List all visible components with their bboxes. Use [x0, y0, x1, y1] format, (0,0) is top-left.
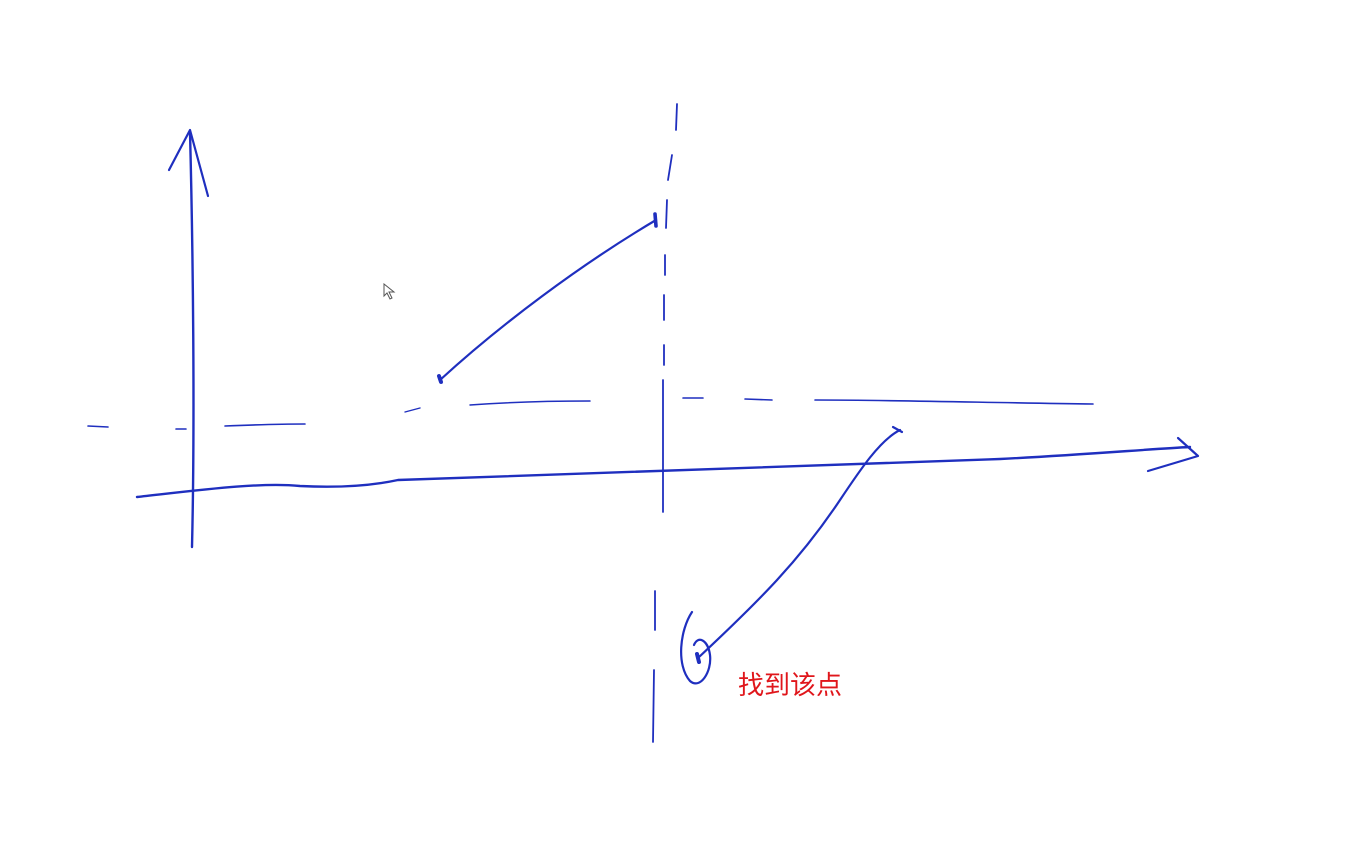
- x-axis-arrowhead: [1146, 436, 1200, 473]
- vertical-dashed-line-upper-1: [675, 103, 678, 131]
- mouse-pointer-icon: [383, 283, 396, 300]
- horizontal-dashed-line-right-2: [744, 398, 773, 401]
- horizontal-dashed-line-left-3: [224, 423, 306, 427]
- vertical-dashed-line-upper-2: [667, 154, 673, 181]
- annotation-label: 找到该点: [738, 671, 843, 701]
- horizontal-dashed-line-left-5: [469, 400, 591, 406]
- lower-segment-end-tick: [891, 425, 904, 434]
- lower-segment: [696, 428, 902, 660]
- horizontal-dashed-line-right-3: [814, 399, 1094, 405]
- target-point-dot: [695, 652, 701, 664]
- upper-segment: [438, 218, 658, 382]
- vertical-dashed-line-upper-3: [665, 199, 668, 229]
- upper-segment-start-dot: [437, 374, 443, 384]
- y-axis-arrowhead: [167, 128, 210, 198]
- horizontal-dashed-line-left: [87, 425, 109, 428]
- target-point-circle: [680, 610, 712, 685]
- y-axis-line: [188, 130, 195, 549]
- x-axis-line: [135, 445, 1192, 499]
- vertical-dashed-line-lower-2: [652, 669, 655, 743]
- horizontal-dashed-line-left-4: [404, 407, 421, 413]
- upper-segment-end-dot: [653, 212, 658, 228]
